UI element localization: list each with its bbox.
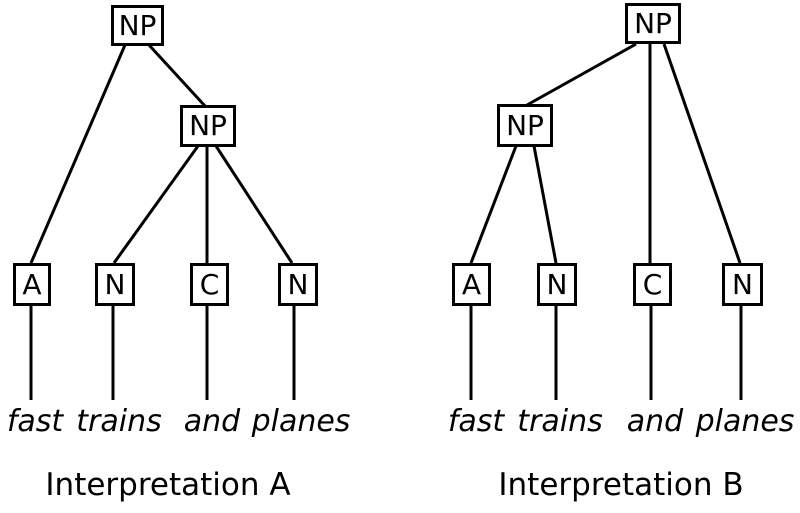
word-b-and: and xyxy=(626,404,684,439)
word-a-planes: planes xyxy=(251,404,351,439)
node-a-root-np: NP xyxy=(111,5,164,46)
word-b-trains: trains xyxy=(517,404,603,439)
node-a-leaf-n2: N xyxy=(278,263,318,306)
word-b-planes: planes xyxy=(695,404,795,439)
node-a-inner-np: NP xyxy=(180,105,236,147)
edge-a-inner-to-n2 xyxy=(214,145,294,264)
edge-b-inner-to-n1 xyxy=(532,145,558,264)
node-b-inner-np: NP xyxy=(497,104,553,147)
edge-b-inner-to-a xyxy=(469,145,518,264)
node-b-leaf-n1: N xyxy=(537,263,577,306)
edge-a-root-to-a xyxy=(29,44,127,264)
word-a-fast: fast xyxy=(6,404,64,439)
edge-b-root-to-n2 xyxy=(662,43,742,264)
node-a-leaf-c: C xyxy=(190,263,229,306)
node-b-leaf-n2: N xyxy=(722,263,763,306)
edge-a-inner-to-n1 xyxy=(112,145,200,264)
word-b-fast: fast xyxy=(447,404,505,439)
caption-interpretation-a: Interpretation A xyxy=(45,467,291,503)
edge-b-root-to-inner xyxy=(526,42,637,107)
word-a-trains: trains xyxy=(76,404,162,439)
node-b-leaf-c: C xyxy=(633,263,672,306)
edge-a-root-to-inner xyxy=(147,43,207,108)
caption-interpretation-b: Interpretation B xyxy=(498,467,744,503)
node-b-root-np: NP xyxy=(625,3,681,44)
node-a-leaf-a: A xyxy=(13,263,51,306)
word-a-and: and xyxy=(183,404,241,439)
node-a-leaf-n1: N xyxy=(95,263,135,306)
node-b-leaf-a: A xyxy=(452,263,491,306)
